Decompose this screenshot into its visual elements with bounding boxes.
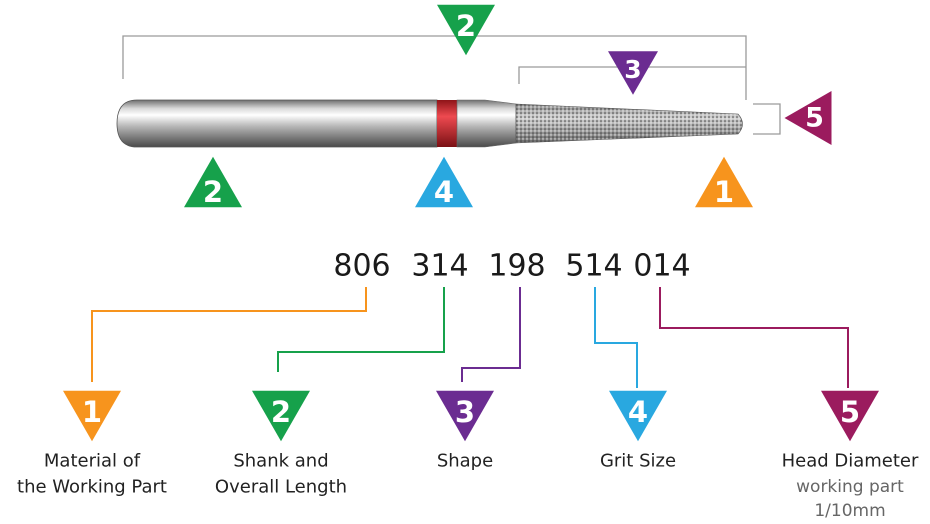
overall-length-bracket bbox=[122, 35, 747, 100]
bur-marker-1-number: 1 bbox=[714, 175, 734, 209]
legend-marker-1-shape bbox=[63, 390, 121, 442]
legend-marker-4-shape bbox=[609, 390, 667, 442]
bur-marker-2: 2 bbox=[184, 156, 242, 209]
legend-label-2-line-2: Overall Length bbox=[215, 477, 347, 498]
legend-label-2-line-1: Shank and bbox=[233, 451, 328, 472]
bur-marker-2-number: 2 bbox=[203, 175, 223, 209]
legend-marker-4: 4 bbox=[609, 390, 667, 442]
legend-marker-2-shape bbox=[252, 390, 310, 442]
legend-marker-5-number: 5 bbox=[840, 395, 860, 429]
bur-marker-1: 1 bbox=[695, 156, 753, 209]
legend-marker-2-number: 2 bbox=[271, 395, 291, 429]
code-segment-3: 198 bbox=[488, 249, 545, 284]
head-length-bracket bbox=[518, 66, 746, 84]
bur-neck bbox=[456, 99, 517, 148]
bur-marker-4-number: 4 bbox=[434, 175, 454, 209]
legend-marker-3: 3 bbox=[436, 390, 494, 442]
connector-lines bbox=[91, 287, 849, 388]
legend-marker-4-number: 4 bbox=[628, 395, 648, 429]
legend-sublabel-5-line-2: 1/10mm bbox=[814, 501, 885, 521]
bur-shank bbox=[116, 99, 438, 148]
connector-4 bbox=[594, 287, 638, 388]
bur-marker-5-shape bbox=[784, 91, 832, 145]
bur-marker-3-shape bbox=[608, 51, 658, 95]
bur-marker-4-shape bbox=[415, 156, 473, 208]
code-segment-4: 514 bbox=[565, 249, 622, 284]
bur-marker-5-number: 5 bbox=[805, 103, 824, 134]
bur-marker-2-number: 2 bbox=[456, 9, 476, 43]
legend-label-4-line-1: Grit Size bbox=[600, 451, 676, 472]
code-segment-1: 806 bbox=[333, 249, 390, 284]
legend-marker-3-number: 3 bbox=[455, 395, 475, 429]
connector-1 bbox=[91, 287, 367, 382]
bur-marker-2-shape bbox=[184, 156, 242, 208]
legend-sublabel-5-line-1: working part bbox=[796, 477, 904, 497]
legend-marker-5: 5 bbox=[821, 390, 879, 442]
bur-marker-2: 2 bbox=[437, 4, 495, 56]
connector-3 bbox=[461, 287, 521, 382]
color-ring-band bbox=[437, 100, 457, 147]
legend-label-5-line-1: Head Diameter bbox=[782, 451, 919, 472]
head-diameter-bracket bbox=[753, 103, 781, 135]
legend-marker-1-number: 1 bbox=[82, 395, 102, 429]
dental-bur-illustration bbox=[116, 99, 743, 148]
legend-marker-5-shape bbox=[821, 390, 879, 442]
bur-marker-4: 4 bbox=[415, 156, 473, 209]
legend-label-1-line-2: the Working Part bbox=[17, 477, 167, 498]
connector-2 bbox=[277, 287, 445, 372]
legend-label-1-line-1: Material of bbox=[44, 451, 141, 472]
bur-marker-1-shape bbox=[695, 156, 753, 208]
bur-marker-3: 3 bbox=[608, 51, 658, 95]
bur-marker-2-shape bbox=[437, 4, 495, 56]
legend-marker-3-shape bbox=[436, 390, 494, 442]
legend-label-3-line-1: Shape bbox=[437, 451, 493, 472]
bur-marker-5: 5 bbox=[784, 91, 832, 145]
legend-marker-1: 1 bbox=[63, 390, 121, 442]
bur-marker-3-number: 3 bbox=[624, 55, 641, 84]
code-segment-2: 314 bbox=[411, 249, 468, 284]
legend-marker-2: 2 bbox=[252, 390, 310, 442]
code-segment-5: 014 bbox=[633, 249, 690, 284]
connector-5 bbox=[659, 287, 849, 388]
